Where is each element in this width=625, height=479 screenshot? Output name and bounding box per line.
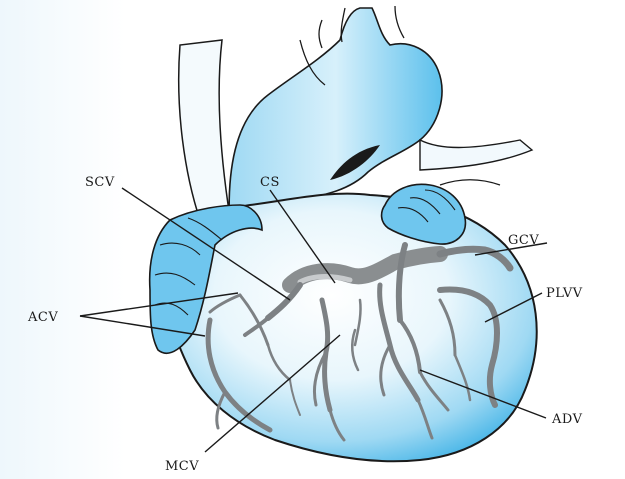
label-acv: ACV	[27, 310, 58, 325]
label-scv: SCV	[85, 175, 115, 190]
label-plvv: PLVV	[546, 286, 583, 301]
label-adv: ADV	[551, 412, 583, 427]
label-cs: CS	[260, 175, 280, 190]
label-gcv: GCV	[508, 233, 539, 248]
label-mcv: MCV	[165, 459, 199, 474]
